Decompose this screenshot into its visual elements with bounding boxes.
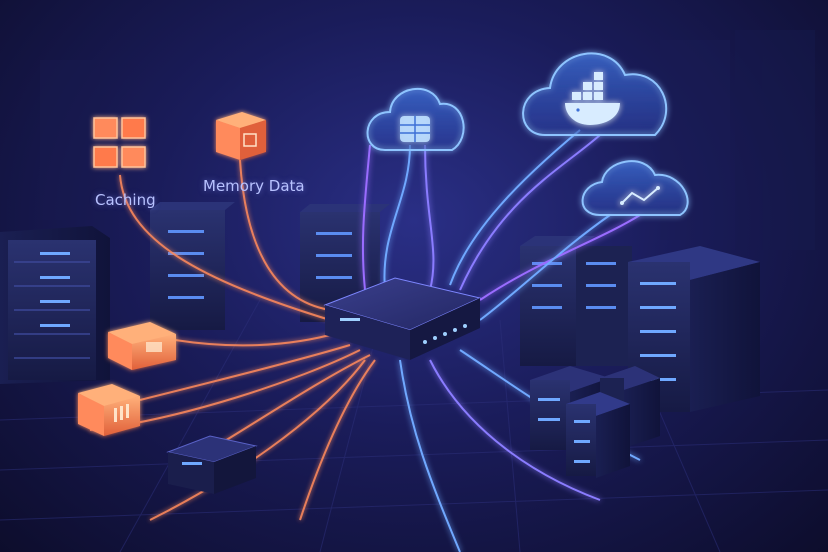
orange-box-icon — [108, 322, 176, 370]
caching-label: Caching — [95, 191, 156, 209]
server-rack-right-1 — [520, 236, 595, 366]
caching-cubes-icon — [93, 117, 146, 168]
memory-chip-icon — [216, 112, 266, 160]
memory-data-label: Memory Data — [203, 177, 305, 195]
server-box-bottom — [166, 435, 258, 494]
cloud-database-icon — [366, 87, 465, 151]
orange-box-icon — [78, 384, 140, 436]
server-rack-right-2 — [576, 246, 632, 366]
cloud-docker-icon — [522, 52, 668, 136]
server-rack-left — [0, 226, 110, 384]
background-racks — [40, 30, 815, 250]
hub-device-icon — [323, 277, 482, 360]
cloud-network-icon — [581, 160, 689, 216]
server-cluster-right — [530, 366, 660, 478]
server-rack-center-left — [150, 202, 235, 330]
